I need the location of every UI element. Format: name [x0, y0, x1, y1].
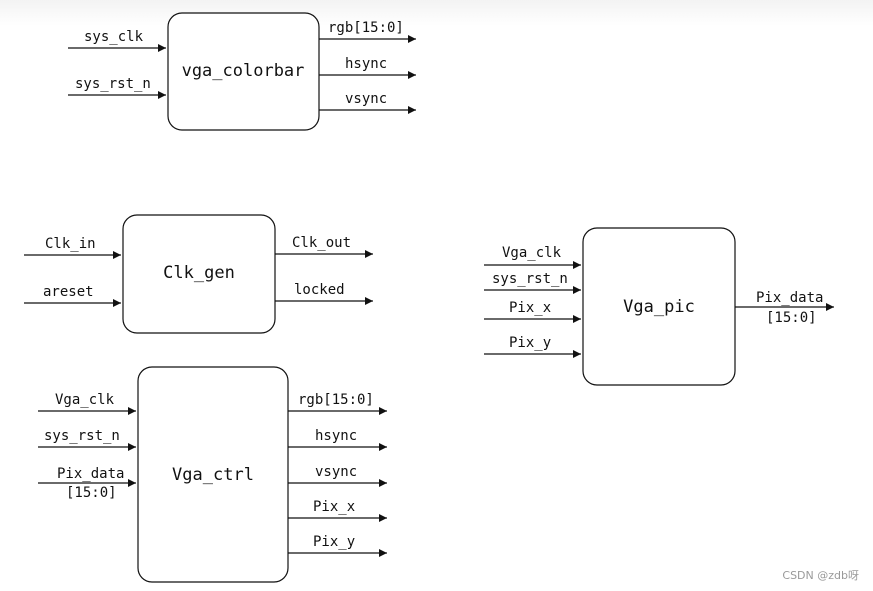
vga-colorbar-box [167, 12, 320, 131]
clkgen-input-areset-label: areset [43, 284, 94, 300]
pic-input-sys-rst-n-label: sys_rst_n [492, 271, 568, 287]
ctrl-input-sys-rst-n-label: sys_rst_n [44, 428, 120, 444]
ctrl-output-hsync-label: hsync [315, 428, 358, 444]
colorbar-output-vsync-label: vsync [345, 91, 388, 107]
pic-input-pix-x-label: Pix_x [509, 300, 552, 316]
ctrl-output-rgb-label: rgb[15:0] [298, 392, 374, 408]
clkgen-output-locked-label: locked [294, 282, 345, 298]
ctrl-output-pix-y-label: Pix_y [313, 534, 356, 550]
clk-gen-box [122, 214, 276, 334]
pic-output-pix-data-label: Pix_data [756, 290, 824, 306]
ctrl-input-pix-data-width-label: [15:0] [66, 485, 117, 501]
ctrl-input-pix-data-label: Pix_data [57, 466, 125, 482]
clk-gen-title: Clk_gen [163, 263, 235, 283]
colorbar-output-hsync-label: hsync [345, 56, 388, 72]
clkgen-input-clk-in-label: Clk_in [45, 236, 96, 252]
ctrl-input-vga-clk-label: Vga_clk [55, 392, 115, 408]
vga-ctrl-title: Vga_ctrl [172, 465, 254, 485]
pic-input-vga-clk-label: Vga_clk [502, 245, 562, 261]
vga-pic-title: Vga_pic [623, 297, 695, 317]
ctrl-output-vsync-label: vsync [315, 464, 358, 480]
vga-colorbar-title: vga_colorbar [181, 61, 305, 81]
watermark: CSDN @zdb呀 [782, 569, 859, 582]
pic-output-pix-data-width-label: [15:0] [766, 310, 817, 326]
colorbar-input-sys-rst-n-label: sys_rst_n [75, 76, 151, 92]
colorbar-output-rgb-label: rgb[15:0] [328, 20, 404, 36]
clkgen-output-clk-out-label: Clk_out [292, 235, 352, 251]
colorbar-input-sys-clk-label: sys_clk [84, 29, 144, 45]
pic-input-pix-y-label: Pix_y [509, 335, 552, 351]
ctrl-output-pix-x-label: Pix_x [313, 499, 356, 515]
vga-ctrl-box [137, 366, 289, 583]
